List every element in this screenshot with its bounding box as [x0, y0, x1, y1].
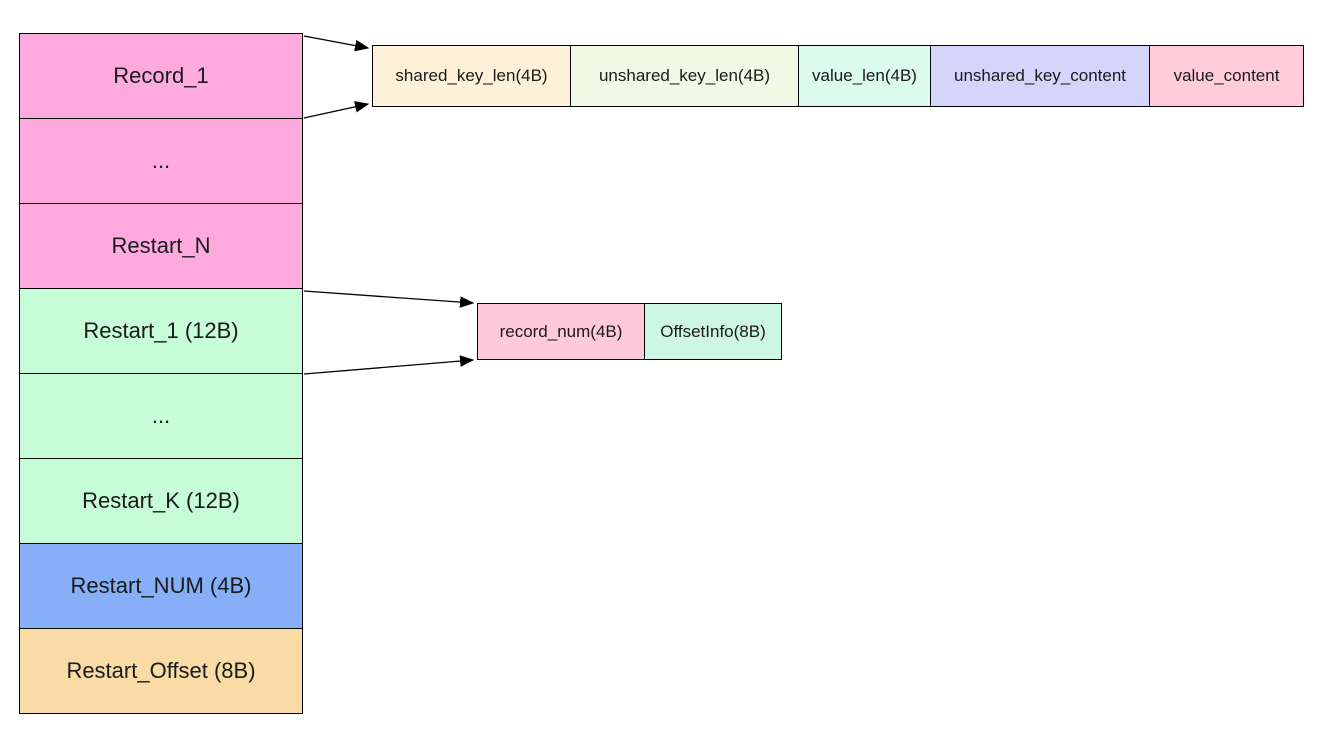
- block-row-restart-offset: Restart_Offset (8B): [19, 628, 303, 714]
- cell-value-len: value_len(4B): [798, 45, 931, 107]
- block-row-restarts-ellipsis: ...: [19, 373, 303, 459]
- cell-unshared-key-content: unshared_key_content: [930, 45, 1150, 107]
- block-row-restart-num: Restart_NUM (4B): [19, 543, 303, 629]
- arrow-record-top: [303, 35, 370, 52]
- cell-offset-info: OffsetInfo(8B): [644, 303, 782, 360]
- block-row-restart-1: Restart_1 (12B): [19, 288, 303, 374]
- arrow-record-bottom: [303, 101, 370, 119]
- block-structure-column: Record_1 ... Restart_N Restart_1 (12B) .…: [19, 33, 303, 714]
- arrow-restart-top: [303, 290, 475, 308]
- cell-value-content: value_content: [1149, 45, 1304, 107]
- cell-unshared-key-len: unshared_key_len(4B): [570, 45, 799, 107]
- restart-detail-row: record_num(4B) OffsetInfo(8B): [477, 303, 782, 360]
- block-row-record-1: Record_1: [19, 33, 303, 119]
- arrow-restart-bottom: [303, 355, 475, 375]
- cell-record-num: record_num(4B): [477, 303, 645, 360]
- block-row-restart-k: Restart_K (12B): [19, 458, 303, 544]
- record-detail-row: shared_key_len(4B) unshared_key_len(4B) …: [372, 45, 1304, 107]
- cell-shared-key-len: shared_key_len(4B): [372, 45, 571, 107]
- block-row-records-ellipsis: ...: [19, 118, 303, 204]
- block-row-restart-n: Restart_N: [19, 203, 303, 289]
